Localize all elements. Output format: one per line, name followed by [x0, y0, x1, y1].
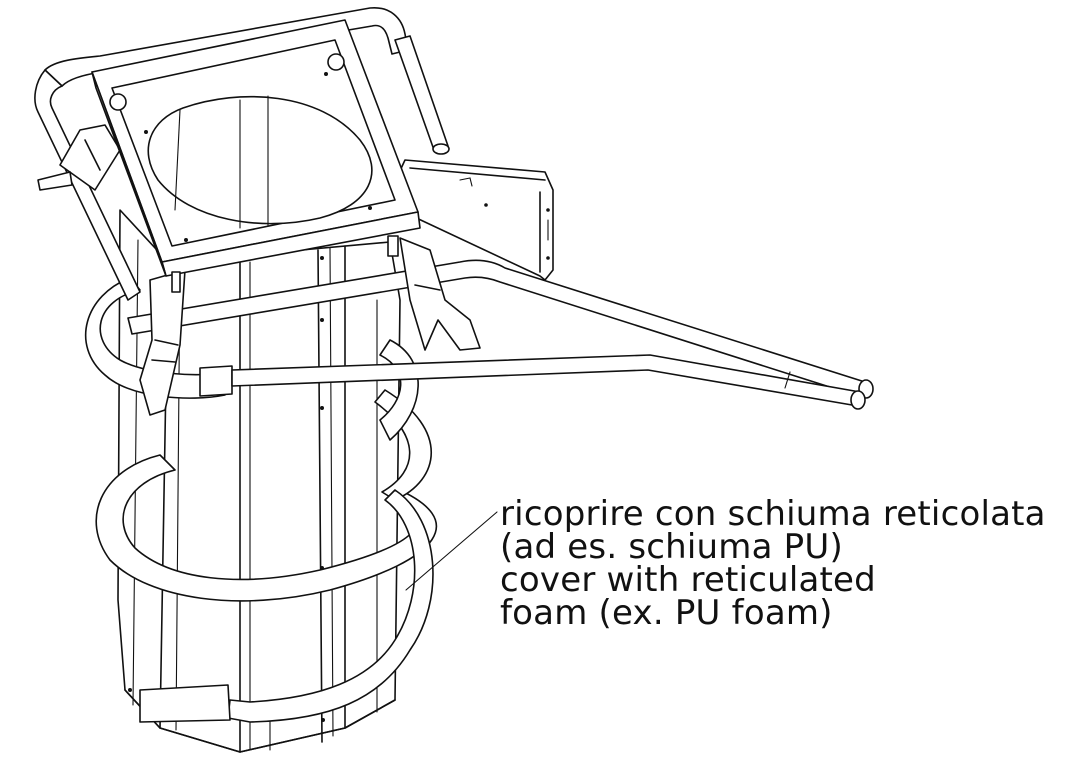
spiral-foam-tube — [84, 277, 438, 723]
top-flange-plate — [91, 19, 421, 293]
annotation-line-3: cover with reticulated — [500, 560, 876, 600]
annotation-leader-line — [405, 511, 498, 591]
handle-bars — [127, 259, 874, 410]
annotation-line-1: ricoprire con schiuma reticolata — [500, 494, 1046, 534]
side-box — [397, 159, 554, 281]
annotation-text: ricoprire con schiuma reticolata (ad es.… — [500, 494, 1046, 633]
left-bracket — [37, 124, 121, 191]
annotation-line-4: foam (ex. PU foam) — [500, 593, 833, 633]
annotation-line-2: (ad es. schiuma PU) — [500, 527, 843, 567]
clamps — [139, 237, 481, 416]
